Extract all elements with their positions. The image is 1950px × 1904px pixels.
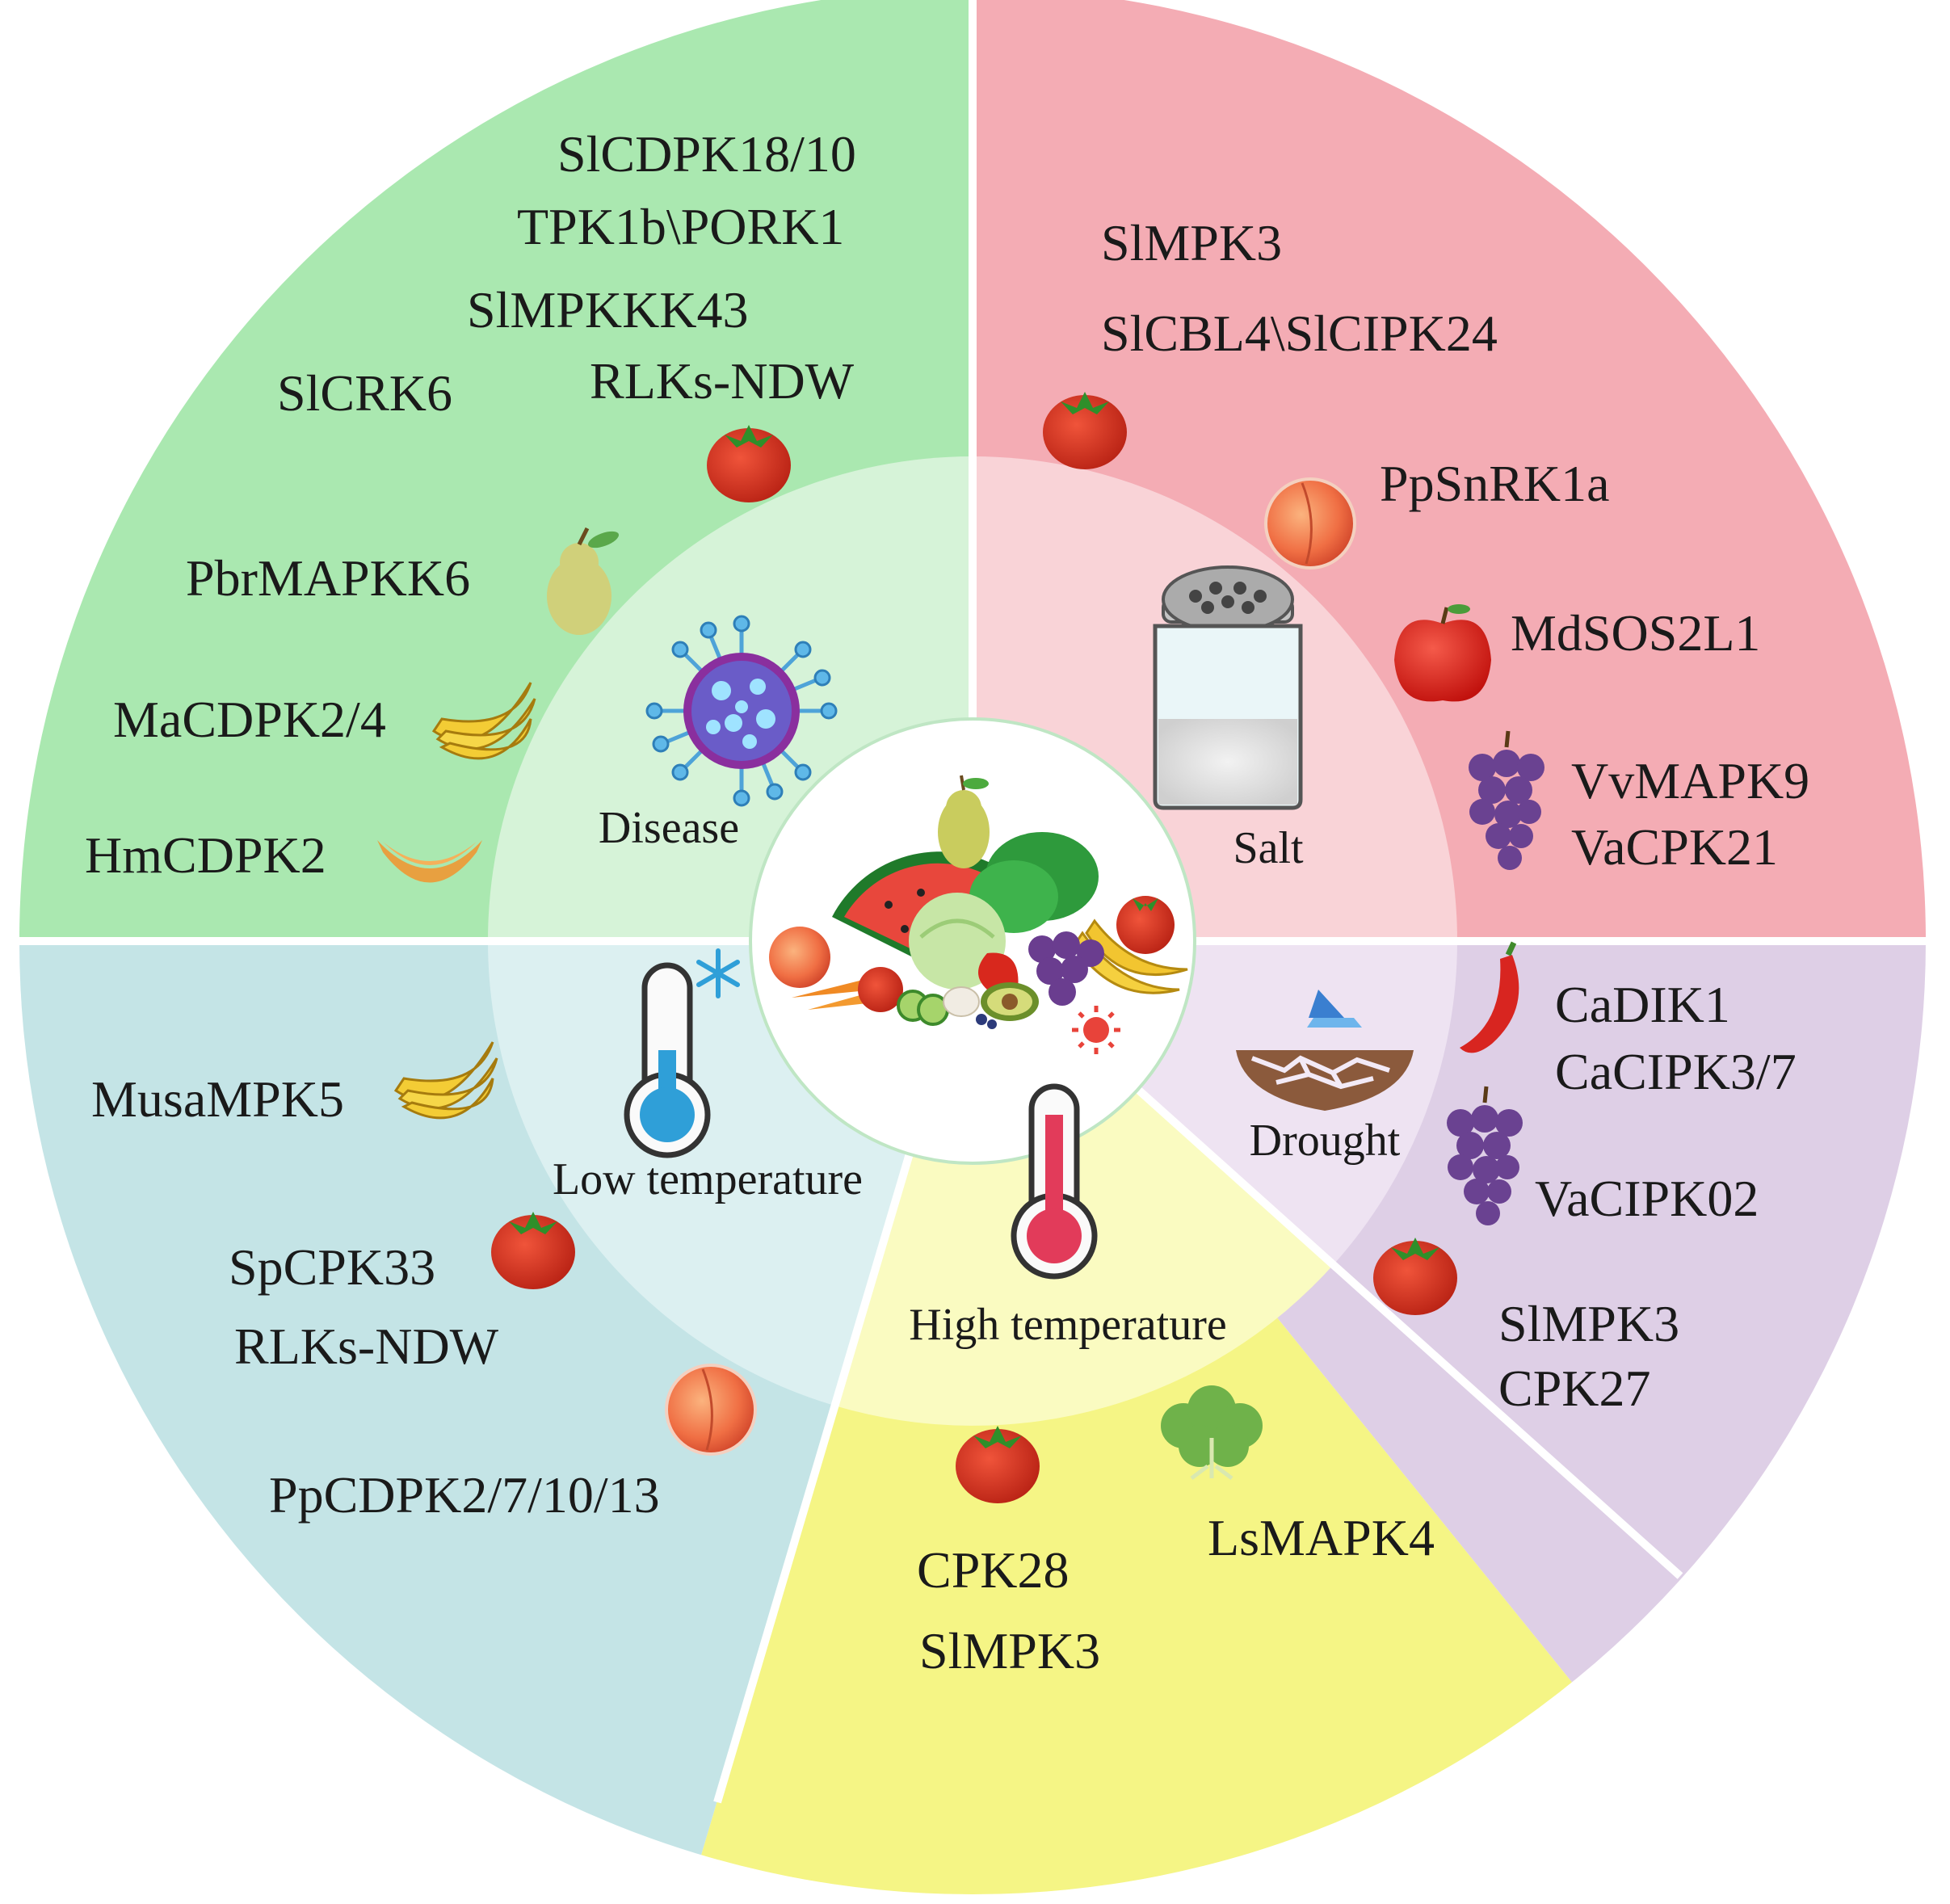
gene-label: VaCIPK02 <box>1535 1170 1759 1227</box>
gene-label: CPK27 <box>1498 1360 1651 1417</box>
tomato-icon <box>1373 1238 1457 1315</box>
disease-label: Disease <box>599 803 739 853</box>
gene-label: RLKs-NDW <box>234 1318 499 1375</box>
gene-label: PpCDPK2/7/10/13 <box>269 1466 660 1524</box>
gene-label: MusaMPK5 <box>91 1070 344 1128</box>
gene-label: LsMAPK4 <box>1208 1509 1435 1566</box>
pear-icon <box>547 527 619 635</box>
gene-label: CPK28 <box>917 1541 1070 1599</box>
lettuce-icon <box>1161 1385 1263 1480</box>
gene-label: PpSnRK1a <box>1380 455 1610 512</box>
apple-icon <box>1394 604 1491 702</box>
peach-icon <box>1264 477 1356 570</box>
grape-icon <box>1469 730 1544 870</box>
hot-thermometer-icon <box>1011 1006 1120 1280</box>
gene-label: TPK1b\PORK1 <box>517 198 844 255</box>
gene-label: CaDIK1 <box>1555 976 1730 1033</box>
low-temperature-label: Low temperature <box>553 1154 863 1204</box>
gene-label: SlCRK6 <box>277 364 452 422</box>
tomato-icon <box>956 1426 1040 1503</box>
gene-label: RLKs-NDW <box>590 352 855 410</box>
cracked-soil-icon <box>1236 990 1414 1111</box>
gene-label: MdSOS2L1 <box>1511 604 1760 662</box>
gene-label: SlMPK3 <box>1101 214 1282 271</box>
gene-label: MaCDPK2/4 <box>113 691 386 748</box>
drought-label: Drought <box>1250 1116 1401 1166</box>
gene-label: PbrMAPKK6 <box>186 549 470 607</box>
gene-label: SlMPK3 <box>1498 1295 1679 1352</box>
high-temperature-label: High temperature <box>909 1300 1226 1350</box>
gene-label: CaCIPK3/7 <box>1555 1043 1797 1100</box>
peach-icon <box>665 1364 757 1456</box>
gene-label: VaCPK21 <box>1571 818 1778 876</box>
tomato-icon <box>707 425 791 502</box>
salt-shaker-icon <box>1153 565 1303 810</box>
virus-icon <box>645 615 838 807</box>
salt-label: Salt <box>1233 823 1304 873</box>
gene-label: SpCPK33 <box>229 1238 435 1296</box>
gene-label: SlCBL4\SlCIPK24 <box>1101 305 1498 362</box>
banana-icon <box>431 682 536 760</box>
gene-label: HmCDPK2 <box>85 826 326 884</box>
fruits-vegetables-icon <box>769 775 1188 1029</box>
gene-label: SlMPK3 <box>919 1622 1100 1679</box>
gene-label: SlMPKKK43 <box>467 281 749 338</box>
tomato-icon <box>1043 392 1127 469</box>
gene-label: VvMAPK9 <box>1571 752 1809 809</box>
tomato-icon <box>491 1212 575 1289</box>
gene-label: SlCDPK18/10 <box>557 125 856 183</box>
melon-icon <box>377 840 482 883</box>
banana-icon <box>393 1041 498 1120</box>
cold-thermometer-icon <box>624 948 740 1158</box>
chili-pepper-icon <box>1460 941 1519 1053</box>
grape-icon <box>1447 1086 1523 1225</box>
